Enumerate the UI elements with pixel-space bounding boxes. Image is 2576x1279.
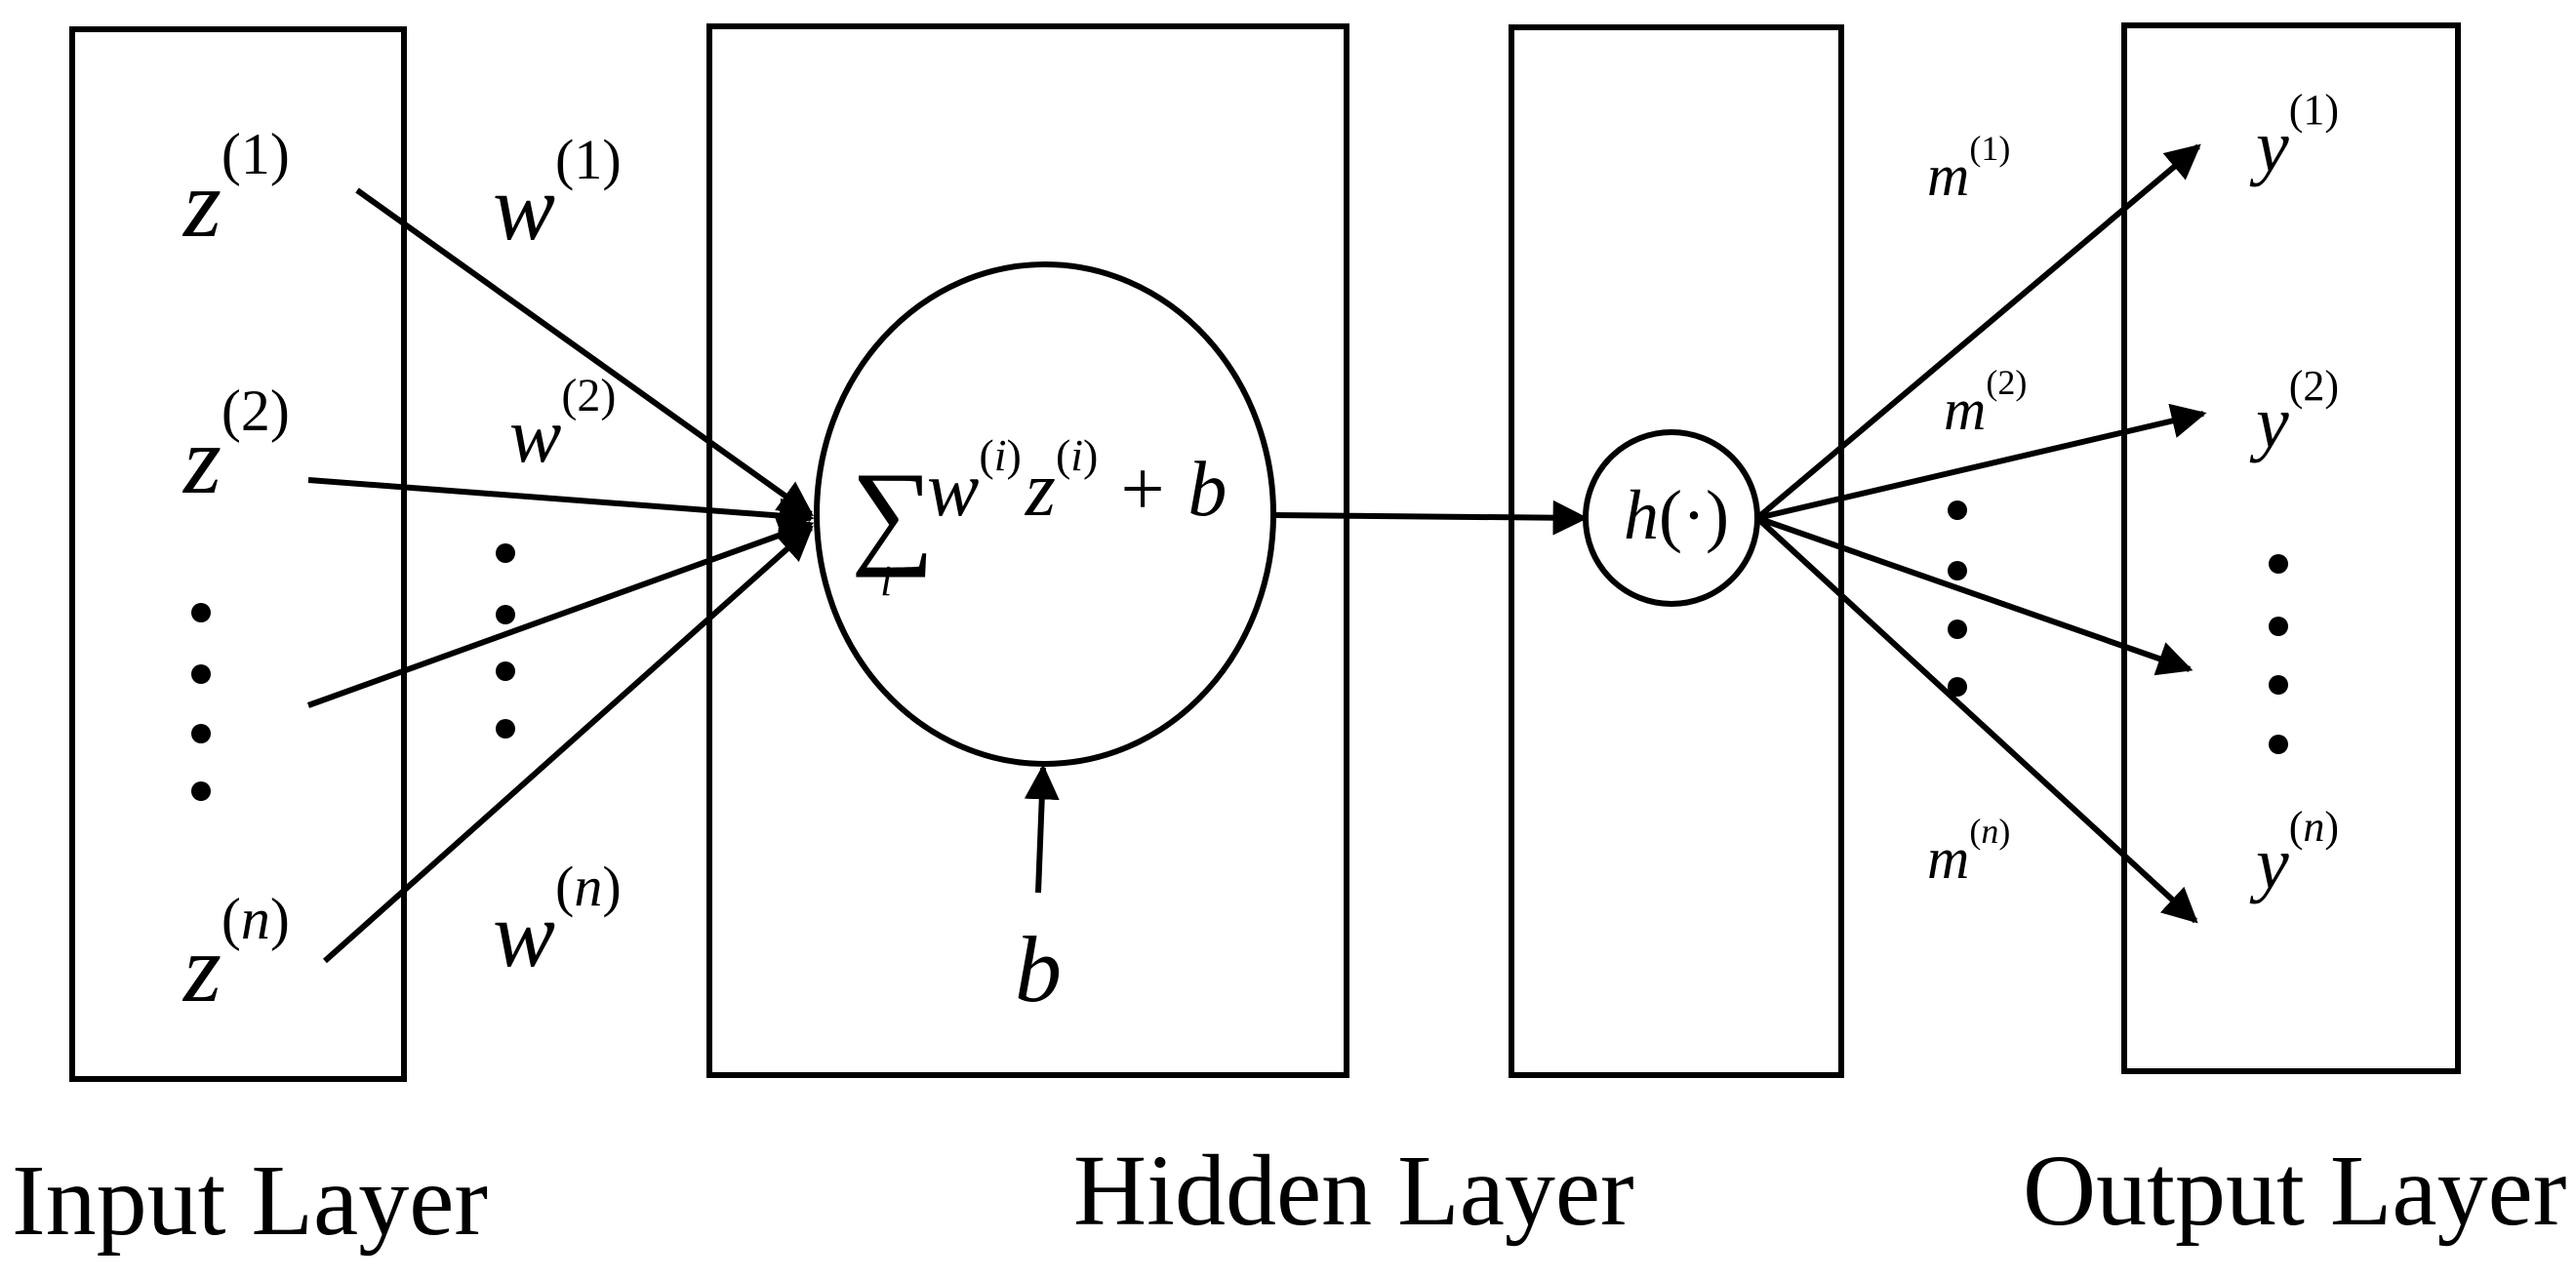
arrow-zdots-to-sum [306,518,815,708]
arrow-activation-to-ydots [1756,515,2194,676]
bias-label: b [1015,917,1062,1021]
arrow-bias-to-sum [1024,764,1060,894]
arrow-sum-to-activation [1272,500,1589,536]
arrow-activation-to-y1 [1755,143,2201,521]
input-label-zn: z(n) [181,887,290,1022]
arrow-activation-to-y2 [1756,403,2207,521]
arrow-z1-to-sum [355,187,814,517]
input-ellipsis-dots [191,603,211,801]
summation-node [814,261,1276,767]
summation-expression: w(i)z(i)+ b [927,430,1227,533]
arrow-zn-to-sum [323,525,814,964]
output-label-y1: y(1) [2249,86,2339,187]
output-layer-title: Output Layer [2023,1135,2566,1247]
input-label-z2: z(2) [181,379,290,514]
output-weight-label-m1: m(1) [1927,129,2010,208]
output-weight-ellipsis-dots [1948,500,1967,697]
output-ellipsis-dots [2269,554,2288,754]
arrow-z2-to-sum [307,477,815,534]
weight-label-wn: w(n) [493,855,622,986]
weight-label-w1: w(1) [493,128,622,260]
arrow-activation-to-yn [1754,515,2198,924]
input-layer-title: Input Layer [12,1144,488,1257]
output-label-yn: y(n) [2249,803,2339,904]
activation-label: h(·) [1624,476,1729,554]
weight-label-w2: w(2) [509,370,616,479]
input-layer-box [69,26,407,1082]
output-weight-label-mn: m(n) [1927,812,2010,891]
hidden-layer-sum-box [706,23,1349,1078]
weight-ellipsis-dots [496,543,515,739]
output-weight-label-m2: m(2) [1944,363,2027,442]
hidden-layer-title: Hidden Layer [1073,1135,1634,1247]
hidden-layer-activation-box [1509,24,1844,1078]
output-label-y2: y(2) [2249,362,2339,463]
summation-sigma: ∑ [851,448,935,578]
input-label-z1: z(1) [181,122,290,258]
summation-index: i [880,557,892,605]
output-layer-box [2121,22,2461,1074]
